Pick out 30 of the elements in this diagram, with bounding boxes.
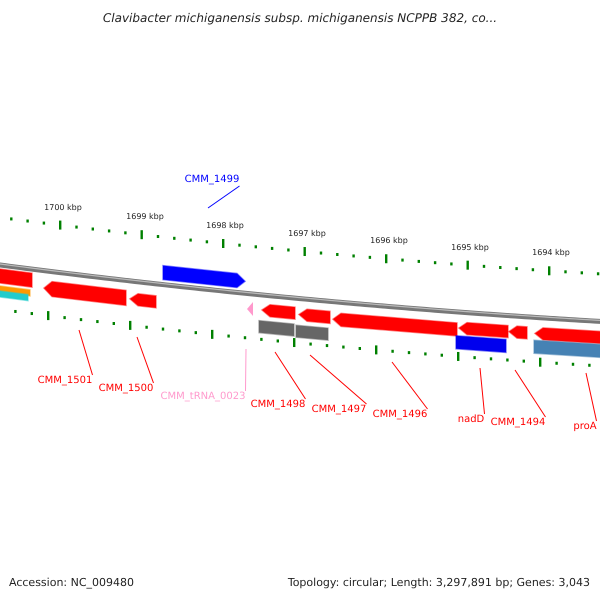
scale-label: 1700 kbp [44,202,82,213]
leader-line [78,330,93,376]
gene-label: CMM_1501 [38,375,92,387]
scale-label: 1699 kbp [126,212,164,222]
gene-label: CMM_1499 [184,174,240,186]
gene-label: CMM_1498 [250,399,306,411]
gene-label: CMM_1500 [98,383,154,395]
scale-label: 1698 kbp [206,220,244,231]
leader-line [310,354,367,404]
gene-label: CMM_1494 [490,417,546,429]
leader-line [274,352,306,400]
scale-label: 1694 kbp [532,248,570,258]
accession-text: Accession: NC_009480 [9,575,134,591]
leader-line [480,368,485,414]
leader-line [514,370,546,418]
leader-line [208,186,240,208]
leader-line [245,348,246,392]
scale-label: 1697 kbp [288,228,326,239]
gene-label: CMM_1497 [312,404,366,416]
scale-label: 1696 kbp [370,236,408,246]
leader-line [136,336,154,384]
genome-info-text: Topology: circular; Length: 3,297,891 bp; Genes: 3,043 [288,575,590,591]
gene-label: proA [573,421,597,433]
gene-label: CMM_tRNA_0023 [160,391,246,403]
gene-label: nadD [458,414,484,426]
title: Clavibacter michiganensis subsp. michiganensis NCPPB 382, co... [102,10,498,27]
leader-line [586,372,597,422]
scale-label: 1695 kbp [451,242,489,253]
leader-line [392,362,428,410]
gene-label: CMM_1496 [372,409,428,421]
